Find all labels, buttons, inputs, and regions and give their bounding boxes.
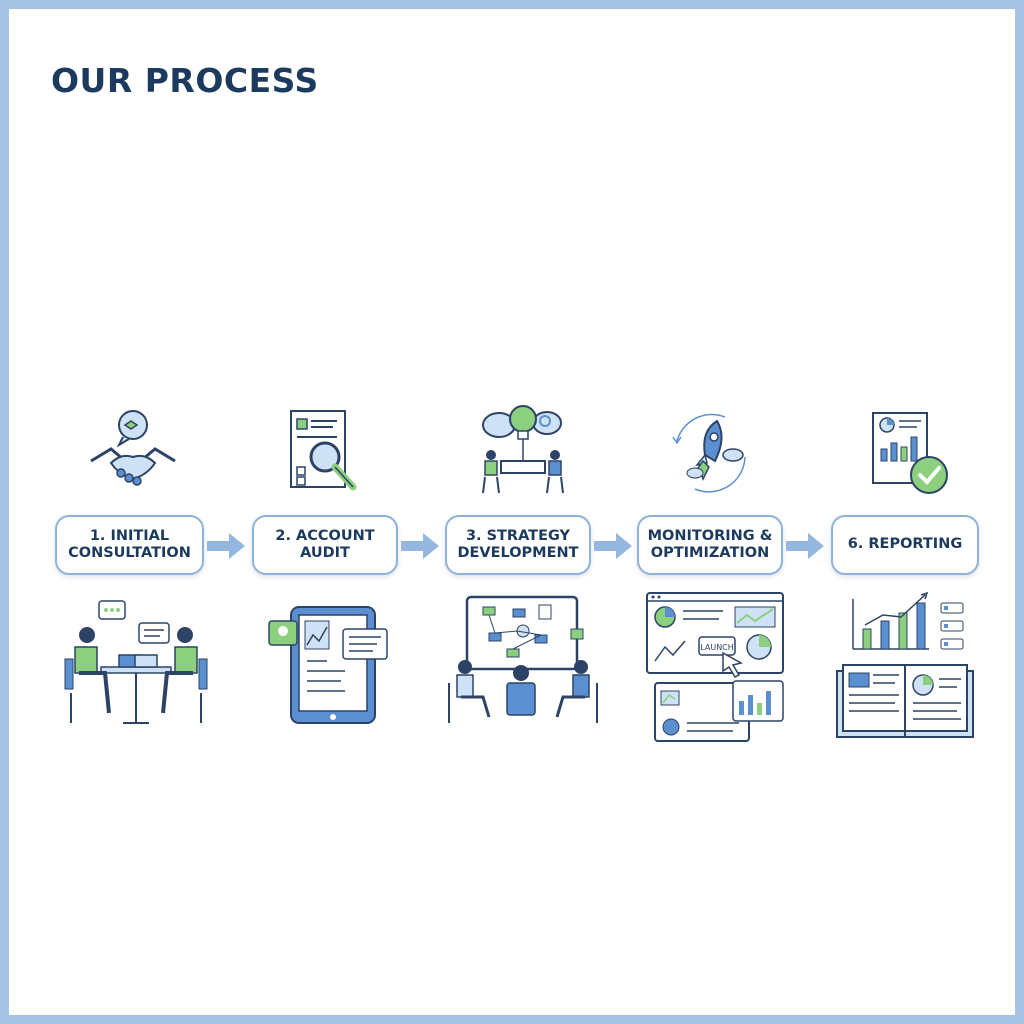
launch-button-text: LAUNCH bbox=[700, 643, 734, 652]
handshake-icon bbox=[90, 410, 176, 486]
lightbulb-team-icon bbox=[482, 405, 564, 494]
step-label: 1. Initial Consultation bbox=[68, 527, 191, 561]
report-check-icon bbox=[872, 412, 948, 494]
arrow-right-icon bbox=[401, 533, 439, 559]
step-label: 3. Strategy Development bbox=[457, 527, 579, 561]
page-title: OUR PROCESS bbox=[51, 61, 319, 100]
arrow-right-icon bbox=[786, 533, 824, 559]
rocket-launch-icon bbox=[672, 413, 746, 493]
step-box-strategy-development: 3. Strategy Development bbox=[445, 515, 591, 575]
consultation-meeting-illustration bbox=[64, 600, 208, 724]
step-box-initial-consultation: 1. Initial Consultation bbox=[55, 515, 204, 575]
strategy-whiteboard-illustration bbox=[448, 595, 598, 723]
step-box-monitoring-optimization: Monitoring & Optimization bbox=[637, 515, 783, 575]
arrow-right-icon bbox=[207, 533, 245, 559]
arrow-right-icon bbox=[594, 533, 632, 559]
tablet-audit-illustration bbox=[268, 606, 388, 724]
step-label: Monitoring & Optimization bbox=[647, 527, 773, 561]
document-magnifier-icon bbox=[290, 410, 357, 491]
step-label: 2. Account Audit bbox=[275, 527, 375, 561]
dashboard-launch-illustration: LAUNCH bbox=[646, 592, 784, 742]
step-box-reporting: 6. Reporting bbox=[831, 515, 979, 575]
report-book-illustration bbox=[836, 591, 974, 738]
step-box-account-audit: 2. Account Audit bbox=[252, 515, 398, 575]
step-label: 6. Reporting bbox=[847, 536, 963, 553]
